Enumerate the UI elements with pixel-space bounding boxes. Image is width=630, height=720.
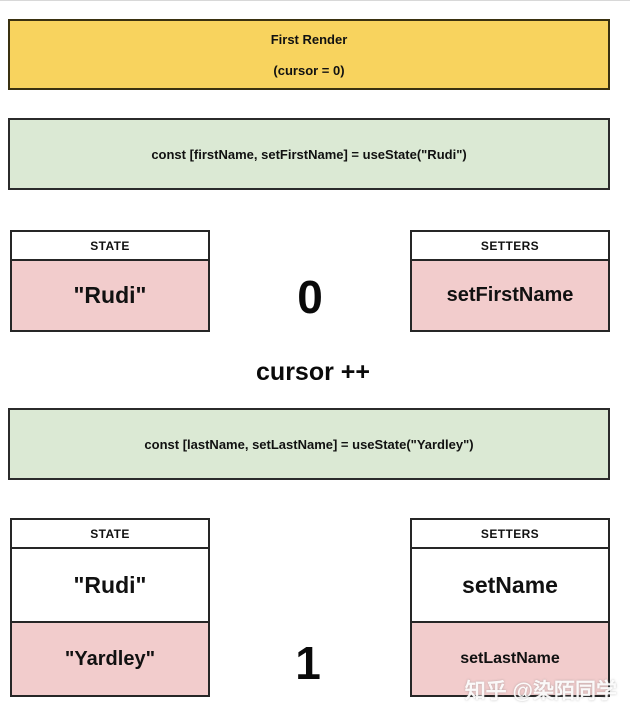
top-crop-line: [0, 0, 630, 1]
setters-row-setname: setName: [412, 549, 608, 621]
cursor-value-0: 0: [297, 271, 323, 323]
cursor-value-1: 1: [295, 637, 321, 689]
setters-table-render2: SETTERS setName setLastName: [410, 518, 610, 697]
setters-row-setfirstname: setFirstName: [412, 261, 608, 330]
code-text-firstname: const [firstName, setFirstName] = useSta…: [151, 146, 467, 162]
code-text-lastname: const [lastName, setLastName] = useState…: [144, 436, 474, 452]
first-render-title: First Render: [270, 31, 348, 47]
state-table-header: STATE: [12, 232, 208, 261]
setters-row-setlastname: setLastName: [412, 621, 608, 695]
cursor-initial-label: (cursor = 0): [273, 62, 345, 78]
zhihu-watermark: 知乎 @染陌同学: [464, 680, 617, 703]
setters-table-header: SETTERS: [412, 520, 608, 549]
state-table-render2: STATE "Rudi" "Yardley": [10, 518, 210, 697]
state-row-rudi: "Rudi": [12, 261, 208, 330]
state-table-header: STATE: [12, 520, 208, 549]
cursor-increment-label: cursor ++: [256, 358, 370, 386]
code-box-firstname: const [firstName, setFirstName] = useSta…: [8, 118, 610, 190]
code-box-lastname: const [lastName, setLastName] = useState…: [8, 408, 610, 480]
state-row-rudi: "Rudi": [12, 549, 208, 621]
setters-table-header: SETTERS: [412, 232, 608, 261]
state-row-yardley: "Yardley": [12, 621, 208, 695]
setters-table-render1: SETTERS setFirstName: [410, 230, 610, 332]
state-table-render1: STATE "Rudi": [10, 230, 210, 332]
first-render-box: First Render (cursor = 0): [8, 19, 610, 90]
